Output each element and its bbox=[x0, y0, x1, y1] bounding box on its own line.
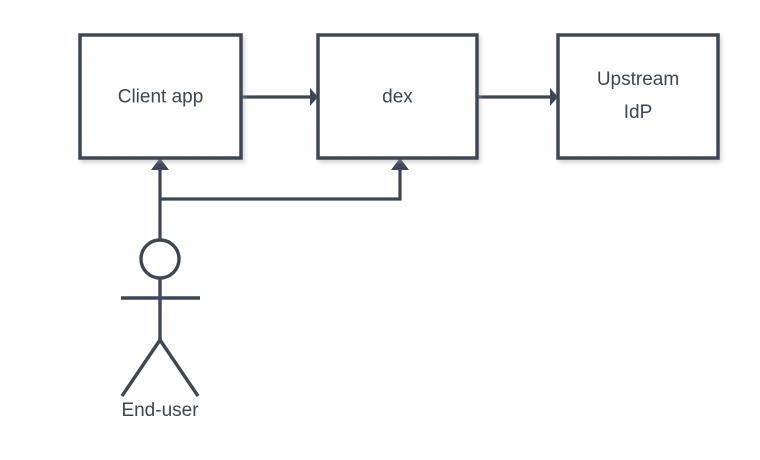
node-client-app-box[interactable] bbox=[78, 33, 243, 160]
arrowhead-icon-end-user-to-dex bbox=[391, 158, 409, 170]
arrowhead-icon-client-app-to-dex bbox=[310, 88, 318, 106]
edge-line-end-user-to-dex bbox=[160, 170, 402, 201]
edge-end-user-to-dex bbox=[160, 158, 409, 201]
node-client-app-label: Client app bbox=[118, 87, 204, 108]
edge-end-user-to-client-app bbox=[151, 158, 169, 240]
arrowhead-icon-end-user-to-client-app bbox=[151, 158, 169, 170]
node-dex-label: dex bbox=[382, 87, 413, 108]
edge-client-app-to-dex bbox=[241, 88, 318, 106]
node-dex-box[interactable] bbox=[316, 33, 479, 160]
node-upstream-idp-label-line-1: Upstream bbox=[597, 69, 679, 90]
node-client-app[interactable]: Client app bbox=[78, 33, 243, 160]
node-dex[interactable]: dex bbox=[316, 33, 479, 160]
node-upstream-idp[interactable]: Upstream IdP bbox=[556, 33, 720, 160]
node-upstream-idp-box[interactable] bbox=[556, 33, 720, 160]
arrowhead-icon-dex-to-upstream-idp bbox=[550, 88, 558, 106]
actor-end-user-leg-right bbox=[158, 339, 200, 397]
actor-end-user-head-icon bbox=[139, 238, 181, 280]
actor-end-user-leg-left bbox=[120, 339, 162, 397]
node-upstream-idp-label-line-2: IdP bbox=[624, 102, 653, 123]
actor-end-user[interactable]: End-user bbox=[120, 238, 200, 421]
actor-end-user-label: End-user bbox=[121, 400, 199, 421]
edge-dex-to-upstream-idp bbox=[477, 88, 558, 106]
